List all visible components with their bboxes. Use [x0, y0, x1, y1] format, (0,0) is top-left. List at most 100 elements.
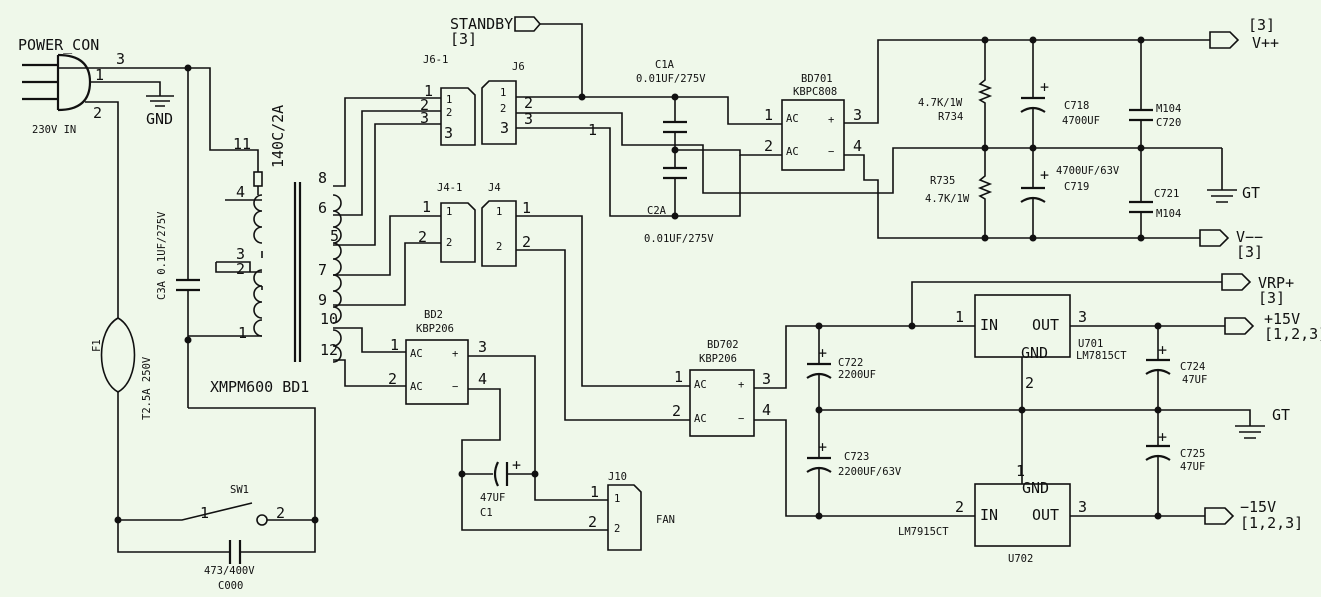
bd701-ac2: AC	[786, 146, 799, 158]
u702-pin1: 1	[1016, 462, 1025, 480]
j10-ext1: 1	[590, 483, 599, 501]
bd2-pin4: 4	[478, 370, 487, 388]
capacitor-c719: + 4700UF/63V C719	[1020, 148, 1120, 238]
capacitor-c724: + C724 47UF	[1145, 326, 1207, 410]
j4-pin1: 1	[496, 206, 502, 218]
junction	[184, 336, 192, 344]
bd1-pin8: 8	[318, 169, 327, 187]
j6-pin2: 2	[500, 103, 506, 115]
bd2-ref: BD2	[424, 309, 443, 321]
transformer-label: XMPM600 BD1	[210, 378, 309, 396]
j10-ref: J10	[608, 471, 627, 483]
bd702-part: KBP206	[699, 353, 737, 365]
c725-plus: +	[1158, 428, 1167, 446]
junction	[1154, 512, 1162, 520]
junction	[1154, 406, 1162, 414]
c725-value: 47UF	[1180, 461, 1205, 473]
c719-value: 4700UF/63V	[1056, 165, 1120, 177]
power-connector: POWER_CON 3 1 2 230V IN GND	[18, 36, 259, 318]
junction	[908, 322, 916, 330]
bd702-pin3: 3	[762, 370, 771, 388]
r734-ref: R734	[938, 111, 963, 123]
connector-j4: J4 1 2 1 2	[481, 182, 531, 267]
j6-ext3: 3	[524, 110, 533, 128]
capacitor-c000: 473/400V C000	[117, 520, 316, 592]
junction	[981, 234, 989, 242]
c721-ref: C721	[1154, 188, 1179, 200]
bd2-pin1: 1	[390, 336, 399, 354]
m15-sheet: [1,2,3]	[1240, 514, 1303, 532]
junction	[1154, 322, 1162, 330]
junction	[1137, 36, 1145, 44]
j6-1-ref: J6-1	[423, 54, 448, 66]
bd2-plus: +	[452, 348, 458, 360]
c718-value: 4700UF	[1062, 115, 1100, 127]
vrp-sheet: [3]	[1258, 289, 1285, 307]
bd701-pin3: 3	[853, 106, 862, 124]
bd2-part: KBP206	[416, 323, 454, 335]
bd701-pin2: 2	[764, 137, 773, 155]
fuse-ref: F1	[91, 339, 103, 352]
bd702-ref: BD702	[707, 339, 739, 351]
u702-gnd: GND	[1022, 479, 1049, 497]
bd701-part: KBPC808	[793, 86, 837, 98]
junction	[981, 144, 989, 152]
vmm-label: V−−	[1236, 228, 1263, 246]
j4-1-pin2: 2	[446, 237, 452, 249]
bd701-minus: −	[828, 146, 834, 158]
j6-pin3: 3	[500, 119, 509, 137]
capacitor-c720: M104 C720	[1129, 40, 1181, 148]
u702-pin2: 2	[955, 498, 964, 516]
bd702-pin2: 2	[672, 402, 681, 420]
connector-j4-1: J4-1 1 2 1 2	[418, 182, 476, 263]
bd702-ac1: AC	[694, 379, 707, 391]
r735-ref: R735	[930, 175, 955, 187]
c1-ref: C1	[480, 507, 493, 519]
bd701-plus: +	[828, 114, 834, 126]
m15-port: −15V [1,2,3]	[1204, 498, 1303, 532]
bd2-ac1: AC	[410, 348, 423, 360]
connector-j6: J6 1 2 3 2 3 1	[481, 61, 597, 145]
c1a-ref: C1A	[655, 59, 675, 71]
bd1-pin2: 2	[236, 260, 245, 278]
junction	[1029, 144, 1037, 152]
j6-1-pin2: 2	[446, 107, 452, 119]
junction	[531, 470, 539, 478]
fuse-value: T2.5A 250V	[141, 356, 153, 420]
bd702-pin1: 1	[674, 368, 683, 386]
vmm-port: V−− [3]	[1199, 228, 1263, 261]
j10-pin2: 2	[614, 523, 620, 535]
j6-ext2: 2	[524, 94, 533, 112]
c723-plus: +	[818, 438, 827, 456]
transformer-bd1: 11 4 3 2 1 8 6 5 7 9 10 12 XMPM600 BD1 1…	[188, 105, 342, 396]
ground-gt-top: GT	[1207, 148, 1260, 203]
bridge-rectifier-bd702: AC AC + − BD702 KBP206 1 2 3 4	[672, 339, 771, 437]
power-input-label: 230V IN	[32, 124, 76, 136]
u701-pin3: 3	[1078, 308, 1087, 326]
junction	[578, 93, 586, 101]
bridge-rectifier-bd701: AC AC + − BD701 KBPC808 1 2 3 4	[764, 73, 862, 171]
c3a-label: C3A 0.1UF/275V	[156, 211, 168, 300]
c723-ref: C723	[844, 451, 869, 463]
c000-value: 473/400V	[204, 565, 255, 577]
c718-ref: C718	[1064, 100, 1089, 112]
power-pin1: 1	[95, 66, 104, 84]
c1-value: 47UF	[480, 492, 505, 504]
j6-ext1: 1	[588, 121, 597, 139]
c1a-value: 0.01UF/275V	[636, 73, 706, 85]
junction	[184, 64, 192, 72]
m15-label: −15V	[1240, 498, 1276, 516]
c724-ref: C724	[1180, 361, 1205, 373]
bd2-ac2: AC	[410, 381, 423, 393]
sw1-pin2: 2	[276, 504, 285, 522]
j4-1-ext1: 1	[422, 198, 431, 216]
power-connector-label: POWER_CON	[18, 36, 99, 54]
u701-pin1: 1	[955, 308, 964, 326]
fan-label: FAN	[656, 514, 675, 526]
bd2-minus: −	[452, 381, 458, 393]
j10-ext2: 2	[588, 513, 597, 531]
bd701-ac1: AC	[786, 113, 799, 125]
j6-pin1: 1	[500, 87, 506, 99]
j6-1-pin1: 1	[446, 94, 452, 106]
